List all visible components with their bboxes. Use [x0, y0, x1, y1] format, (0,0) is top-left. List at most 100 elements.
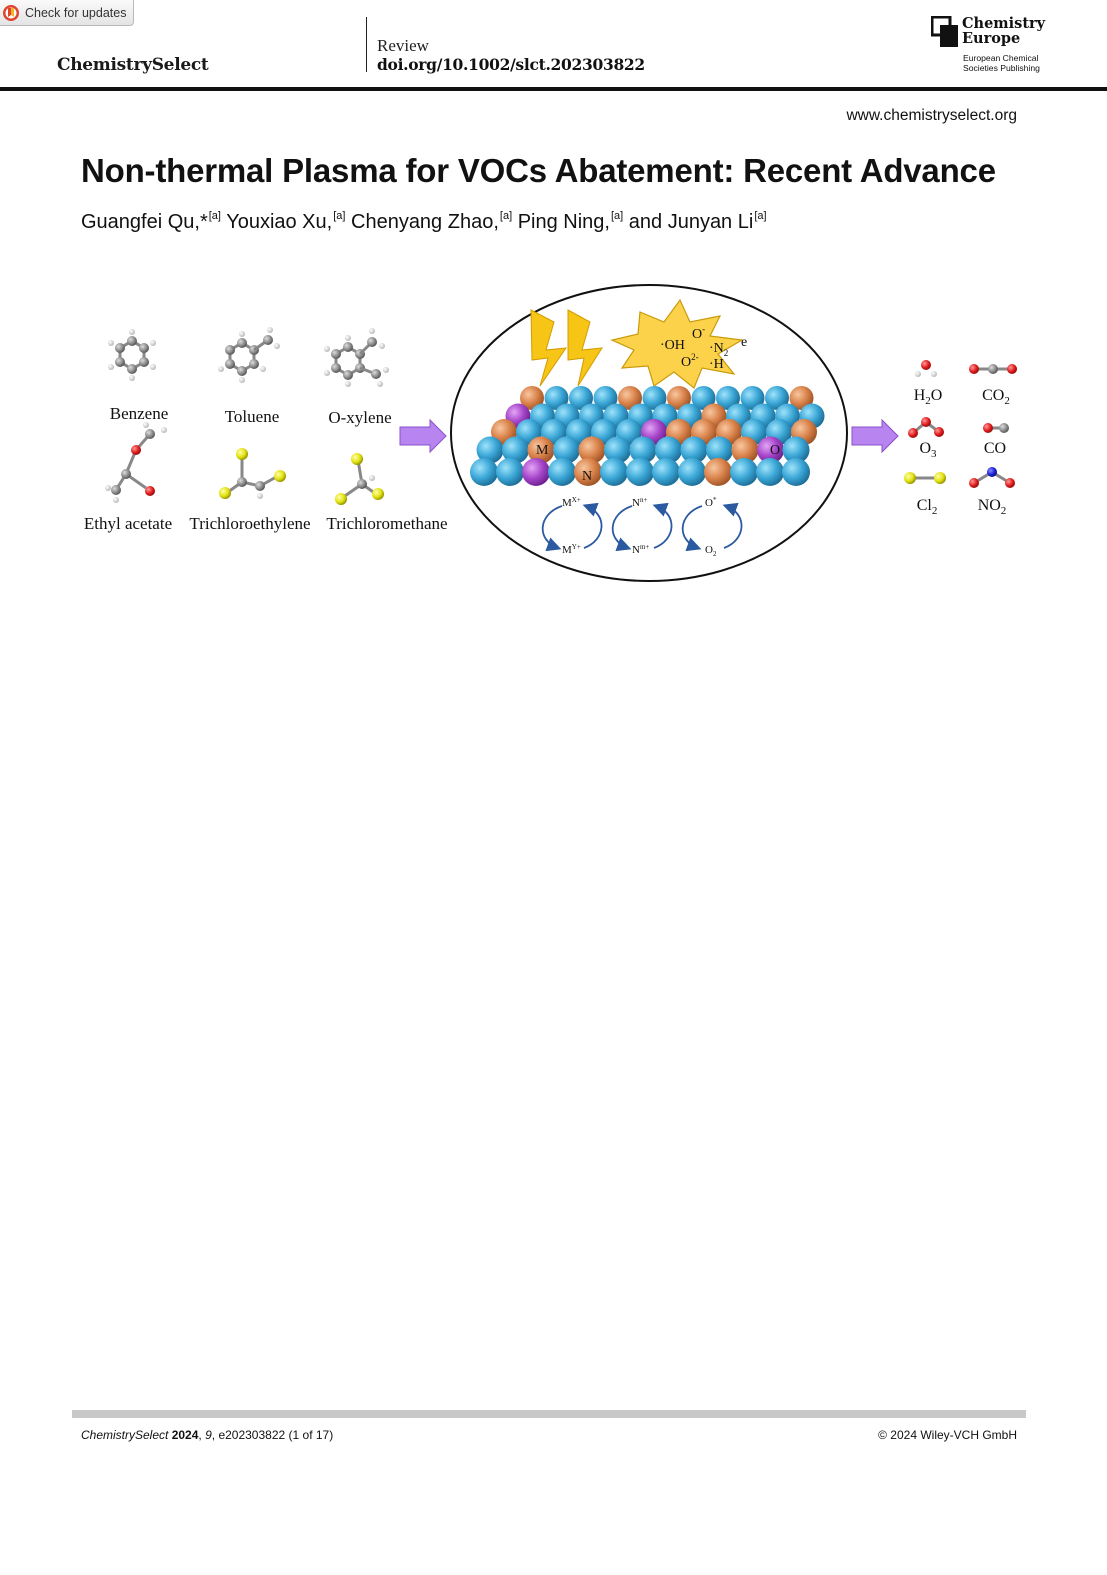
- footer-journal: ChemistrySelect: [81, 1428, 169, 1442]
- cycle-label-sub: 2: [713, 550, 717, 558]
- footer-volume: 9: [205, 1428, 212, 1442]
- author: and Junyan Li[a]: [628, 210, 767, 233]
- trichloroethylene-molecule: [219, 448, 286, 499]
- product-label-sub: 2: [1004, 395, 1010, 407]
- lattice-atom: [548, 458, 576, 486]
- cycle-arrow: [652, 502, 673, 549]
- lattice-atom: [652, 458, 680, 486]
- check-for-updates-button[interactable]: Check for updates: [0, 0, 134, 26]
- species-o2-sup: 2-: [691, 352, 699, 362]
- product-label-base: NO: [978, 497, 1001, 514]
- product-label-base: H: [914, 387, 926, 404]
- cycle-arrow: [582, 502, 603, 549]
- lattice-atom: [626, 458, 654, 486]
- lightning-icon: [567, 309, 603, 387]
- publisher-name-line2: Europe: [962, 30, 1021, 47]
- footer-copyright: © 2024 Wiley-VCH GmbH: [878, 1428, 1017, 1442]
- footer-citation: ChemistrySelect 2024, 9, e202303822 (1 o…: [81, 1428, 333, 1442]
- cycle-label: MY+: [562, 543, 581, 556]
- doi-link[interactable]: doi.org/10.1002/slct.202303822: [377, 55, 645, 74]
- co-molecule: [983, 423, 1009, 433]
- o-xylene-molecule: [324, 328, 389, 387]
- product-label-tail: O: [931, 387, 943, 404]
- reactant-label: Trichloroethylene: [189, 514, 310, 533]
- species-o2-base: O: [681, 355, 691, 370]
- species-o2-minus: O2-: [681, 352, 699, 370]
- publisher-subtitle: European Chemical Societies Publishing: [963, 53, 1040, 73]
- journal-name: ChemistrySelect: [57, 55, 209, 75]
- journal-website-link[interactable]: www.chemistryselect.org: [846, 107, 1017, 124]
- check-updates-label: Check for updates: [25, 5, 127, 20]
- author: Guangfei Qu,*[a]: [81, 210, 221, 233]
- lattice-atom: [731, 436, 759, 464]
- reactant-label: O-xylene: [328, 408, 391, 427]
- lattice-atom: [544, 386, 569, 410]
- lattice-atom: [578, 436, 606, 464]
- graphical-abstract-figure: Benzene Toluene O-xylene Ethyl acetate T…: [84, 284, 1017, 582]
- cycle-label-base: N: [632, 544, 640, 556]
- benzene-molecule: [108, 329, 156, 381]
- author-affiliation: [a]: [499, 210, 513, 222]
- lattice-atom: [593, 386, 618, 410]
- species-o-minus: O-: [692, 324, 705, 342]
- author-list: Guangfei Qu,*[a] Youxiao Xu,[a] Chenyang…: [81, 210, 767, 234]
- lattice-atom: [704, 458, 732, 486]
- cycle-arrow: [681, 505, 703, 552]
- catalyst-lattice: [470, 386, 825, 486]
- species-n2-base: ·N: [709, 341, 724, 356]
- reactant-label: Toluene: [225, 407, 280, 426]
- author-affiliation: [a]: [754, 210, 767, 222]
- author-name: Chenyang Zhao,: [351, 211, 499, 233]
- lattice-atom: [716, 386, 740, 410]
- cycle-label-base: M: [562, 497, 572, 509]
- article-type: Review: [377, 36, 429, 55]
- footer-sep: ,: [198, 1428, 206, 1442]
- reactant-label: Ethyl acetate: [84, 514, 172, 533]
- species-electron: e: [741, 335, 747, 350]
- o3-molecule: [908, 417, 944, 438]
- species-o-minus-sup: -: [702, 324, 705, 334]
- atom-label-m: M: [536, 443, 549, 458]
- reactant-label: Trichloromethane: [326, 514, 447, 533]
- lattice-atom: [502, 436, 529, 464]
- lattice-atom: [470, 458, 498, 486]
- redox-cycles: MX+ MY+ Nn+ Nm+ O* O2: [541, 496, 743, 558]
- no2-molecule: [969, 467, 1015, 488]
- publisher-sub-line2: Societies Publishing: [963, 63, 1040, 73]
- lattice-atom: [789, 386, 814, 410]
- article-title: Non-thermal Plasma for VOCs Abatement: R…: [81, 152, 996, 189]
- footer-article-id: e202303822 (1 of 17): [218, 1428, 334, 1442]
- cycle-arrow: [541, 505, 563, 552]
- lattice-atom: [706, 436, 733, 464]
- atom-label-o: O: [770, 443, 780, 458]
- atom-label-n: N: [582, 469, 592, 484]
- lattice-atom: [691, 386, 716, 410]
- species-n2: ·N2: [709, 341, 728, 358]
- cycle-label-base: O: [705, 544, 713, 556]
- header-rule: [0, 87, 1107, 91]
- cycle-label-sup: X+: [572, 496, 581, 504]
- author-affiliation: [a]: [610, 210, 624, 222]
- footer-sep: ,: [211, 1428, 219, 1442]
- cycle-label: O*: [705, 496, 717, 509]
- lattice-atom: [574, 458, 602, 486]
- input-arrow: [399, 418, 447, 454]
- lattice-atom: [527, 436, 555, 464]
- cycle-arrow: [722, 502, 743, 549]
- ethyl-acetate-molecule: [105, 422, 167, 503]
- product-label: Cl2: [917, 497, 938, 517]
- co2-molecule: [969, 364, 1017, 374]
- author-name: and Junyan Li: [628, 211, 754, 233]
- toluene-molecule: [218, 327, 280, 383]
- trichloromethane-molecule: [335, 453, 384, 505]
- author-name: Youxiao Xu,: [226, 211, 333, 233]
- product-label-sub: 2: [925, 395, 931, 407]
- footer-year: 2024: [171, 1428, 199, 1442]
- product-label: NO2: [978, 497, 1007, 517]
- author-affiliation: [a]: [333, 210, 346, 222]
- cycle-label-base: M: [562, 544, 572, 556]
- header-divider: [366, 17, 367, 72]
- author-affiliation: [a]: [208, 210, 221, 222]
- lattice-atom: [667, 386, 691, 410]
- lattice-atom: [782, 436, 810, 464]
